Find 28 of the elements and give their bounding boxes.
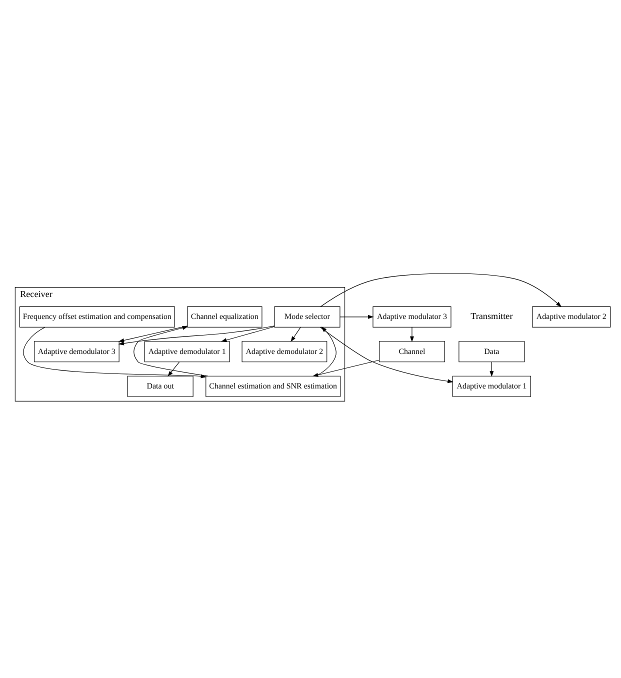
arrow bbox=[320, 326, 454, 383]
arrow bbox=[340, 314, 374, 318]
node-box: Adaptive demodulator 1 bbox=[144, 340, 230, 362]
arrow bbox=[490, 361, 494, 376]
arrow bbox=[118, 325, 188, 342]
node-box: Channel bbox=[378, 340, 445, 362]
arrow bbox=[316, 326, 336, 376]
node-box: Frequency offset estimation and compensation bbox=[19, 306, 175, 327]
node-box: Adaptive modulator 3 bbox=[372, 306, 452, 327]
node-box: Data out bbox=[127, 375, 194, 396]
arrow bbox=[134, 326, 208, 376]
node-box: Adaptive demodulator 3 bbox=[34, 340, 120, 362]
node-box: Mode selector bbox=[274, 306, 340, 327]
arrow bbox=[312, 359, 380, 376]
label: Transmitter bbox=[470, 310, 513, 321]
arrow bbox=[168, 361, 180, 376]
node-box: Adaptive modulator 2 bbox=[532, 306, 611, 327]
node-box: Channel equalization bbox=[187, 306, 262, 327]
node-box: Channel estimation and SNR estimation bbox=[206, 375, 341, 396]
arrow bbox=[118, 325, 275, 345]
node-box: Adaptive demodulator 2 bbox=[242, 340, 328, 362]
node-box: Adaptive modulator 1 bbox=[452, 375, 531, 396]
arrow bbox=[23, 326, 207, 378]
arrow bbox=[290, 326, 301, 342]
arrow bbox=[410, 326, 414, 342]
arrow bbox=[220, 326, 275, 342]
arrow bbox=[320, 272, 562, 307]
node-box: Data bbox=[458, 340, 525, 362]
